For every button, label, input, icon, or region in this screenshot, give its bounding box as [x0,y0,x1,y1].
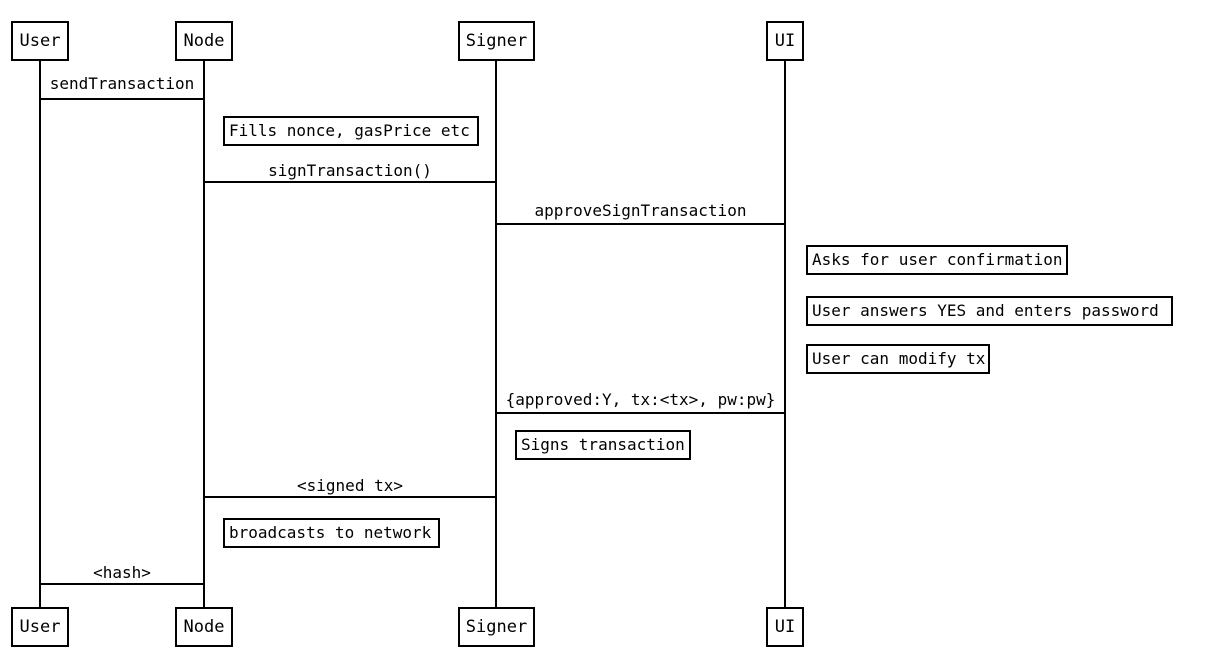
participant-box-node-top[interactable]: Node [175,21,233,61]
participant-label: Signer [465,616,528,637]
participant-label: Node [183,30,225,51]
message-label-m1: sendTransaction [49,74,195,93]
note-label: Asks for user confirmation [812,250,1063,269]
lifeline-ui [784,61,786,607]
note-label: User can modify tx [812,349,986,368]
note-box-n2[interactable]: Asks for user confirmation [806,245,1068,275]
note-box-n4[interactable]: User can modify tx [806,344,990,374]
participant-box-signer-bottom[interactable]: Signer [458,607,535,647]
message-line-m1 [39,98,205,100]
participant-box-ui-top[interactable]: UI [766,21,804,61]
note-label: User answers YES and enters password [812,301,1159,320]
note-label: broadcasts to network [229,523,432,542]
participant-label: UI [774,616,796,637]
participant-label: User [19,30,61,51]
participant-box-signer-top[interactable]: Signer [458,21,535,61]
note-box-n6[interactable]: broadcasts to network [223,518,440,548]
participant-label: UI [774,30,796,51]
note-label: Signs transaction [521,435,685,454]
message-line-m5 [203,496,497,498]
lifeline-node [203,61,205,607]
message-label-m2: signTransaction() [268,161,432,180]
lifeline-signer [495,61,497,607]
participant-box-ui-bottom[interactable]: UI [766,607,804,647]
note-label: Fills nonce, gasPrice etc [229,121,470,140]
participant-box-user-bottom[interactable]: User [11,607,69,647]
message-line-m3 [495,223,786,225]
note-box-n1[interactable]: Fills nonce, gasPrice etc [223,116,479,146]
participant-label: User [19,616,61,637]
message-label-m4: {approved:Y, tx:<tx>, pw:pw} [505,390,776,409]
message-line-m4 [495,412,786,414]
lifeline-user [39,61,41,607]
message-label-m5: <signed tx> [297,476,403,495]
message-line-m2 [203,181,497,183]
participant-label: Signer [465,30,528,51]
message-line-m6 [39,583,205,585]
participant-box-node-bottom[interactable]: Node [175,607,233,647]
participant-label: Node [183,616,225,637]
participant-box-user-top[interactable]: User [11,21,69,61]
note-box-n5[interactable]: Signs transaction [515,430,691,460]
note-box-n3[interactable]: User answers YES and enters password [806,296,1173,326]
message-label-m6: <hash> [93,563,151,582]
message-label-m3: approveSignTransaction [534,201,747,220]
